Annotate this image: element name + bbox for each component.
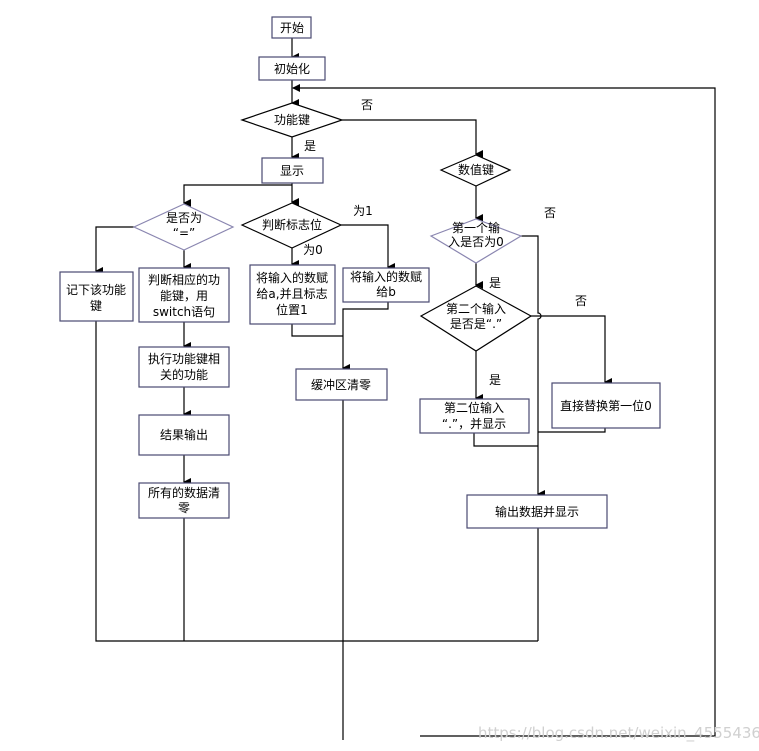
node-second-digit-dot-line2: “.”，并显示 <box>442 417 506 431</box>
decision-function-key-label: 功能键 <box>274 113 310 127</box>
decision-first-input-zero-line2: 入是否为0 <box>448 235 504 249</box>
node-switch-key-line3: switch语句 <box>153 305 215 319</box>
node-display: 显示 <box>261 157 324 184</box>
node-result-output: 结果输出 <box>138 414 230 456</box>
decision-check-flag-label: 判断标志位 <box>262 217 322 232</box>
node-clear-buffer: 缓冲区清零 <box>295 368 388 401</box>
edge-label-flag-0: 为0 <box>303 243 323 257</box>
connectors <box>95 38 716 740</box>
decision-second-input-dot: 第二个输入 是否是“.” <box>419 285 533 352</box>
edge-label-first-zero-no: 否 <box>544 206 556 220</box>
node-assign-a: 将输入的数赋 给a,并且标志 位置1 <box>249 264 336 325</box>
node-start-label: 开始 <box>280 21 304 35</box>
node-clear-buffer-label: 缓冲区清零 <box>311 377 371 392</box>
node-record-key-line1: 记下该功能 <box>66 283 126 297</box>
node-record-key: 记下该功能 键 <box>59 271 134 322</box>
watermark: https://blog.csdn.net/weixin_45554367 <box>478 724 759 743</box>
decision-is-equals-line2: “=” <box>173 226 196 240</box>
node-second-digit-dot: 第二位输入 “.”，并显示 <box>419 398 530 434</box>
edge-label-second-dot-no: 否 <box>575 294 587 308</box>
node-result-output-label: 结果输出 <box>160 427 208 442</box>
node-assign-a-line3: 位置1 <box>276 302 308 317</box>
node-output-display: 输出数据并显示 <box>466 494 608 529</box>
node-clear-all-line2: 零 <box>178 501 190 515</box>
node-clear-all: 所有的数据清 零 <box>138 482 230 519</box>
node-record-key-line2: 键 <box>90 299 102 313</box>
node-assign-b: 将输入的数赋 给b <box>342 267 430 303</box>
edge-label-function-no: 否 <box>361 98 373 112</box>
decision-second-input-dot-line2: 是否是“.” <box>450 317 502 331</box>
decision-function-key: 功能键 <box>240 102 344 138</box>
node-switch-key-line2: 能键，用 <box>160 289 208 303</box>
decision-second-input-dot-line1: 第二个输入 <box>446 301 506 316</box>
node-switch-key-line1: 判断相应的功 <box>148 272 220 287</box>
decision-is-equals: 是否为 “=” <box>132 203 235 251</box>
edge-label-function-yes: 是 <box>304 139 316 153</box>
decision-check-flag: 判断标志位 <box>240 202 343 249</box>
node-assign-a-line1: 将输入的数赋 <box>256 270 328 285</box>
node-replace-first-zero: 直接替换第一位0 <box>551 382 661 429</box>
node-assign-b-line2: 给b <box>376 285 396 299</box>
node-output-display-label: 输出数据并显示 <box>495 504 579 519</box>
decision-first-input-zero: 第一个输 入是否为0 <box>429 218 523 264</box>
node-switch-key: 判断相应的功 能键，用 switch语句 <box>138 267 230 323</box>
node-init-label: 初始化 <box>274 62 310 76</box>
decision-first-input-zero-line1: 第一个输 <box>452 220 500 235</box>
edge-label-second-dot-yes: 是 <box>489 373 501 387</box>
decision-numeric-key: 数值键 <box>439 154 512 187</box>
node-execute-line1: 执行功能键相 <box>148 352 220 366</box>
node-execute-line2: 关的功能 <box>160 367 208 382</box>
node-second-digit-dot-line1: 第二位输入 <box>444 400 504 415</box>
node-display-label: 显示 <box>280 164 304 178</box>
edge-label-first-zero-yes: 是 <box>489 276 501 290</box>
node-init: 初始化 <box>258 56 326 81</box>
node-assign-b-line1: 将输入的数赋 <box>350 269 422 284</box>
node-execute: 执行功能键相 关的功能 <box>138 346 230 388</box>
node-clear-all-line1: 所有的数据清 <box>148 485 220 500</box>
decision-numeric-key-label: 数值键 <box>458 162 494 177</box>
node-assign-a-line2: 给a,并且标志 <box>256 287 327 301</box>
node-replace-first-zero-label: 直接替换第一位0 <box>560 398 652 413</box>
node-start: 开始 <box>271 16 312 39</box>
decision-is-equals-line1: 是否为 <box>166 211 202 225</box>
edge-label-flag-1: 为1 <box>353 204 373 218</box>
